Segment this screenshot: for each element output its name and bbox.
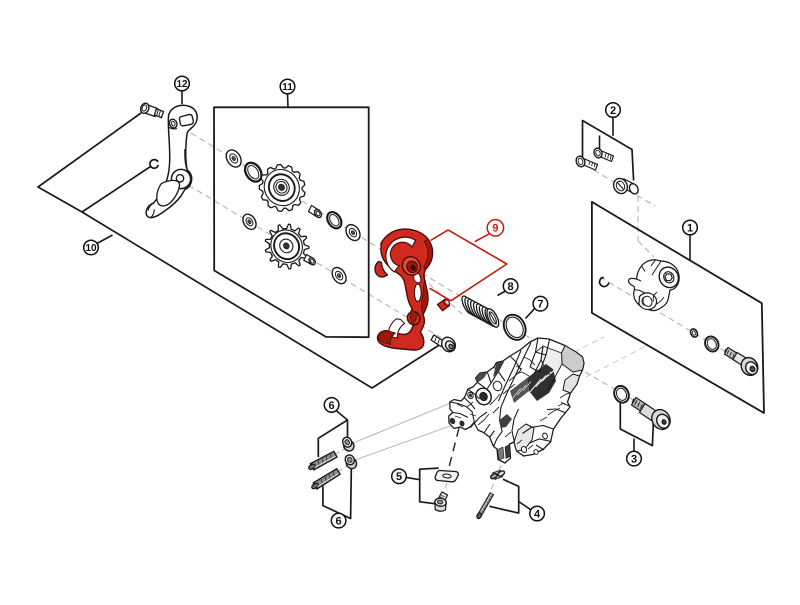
svg-text:9: 9 — [492, 223, 498, 235]
svg-text:8: 8 — [508, 281, 514, 293]
svg-text:11: 11 — [282, 82, 293, 93]
svg-text:6: 6 — [329, 400, 335, 412]
svg-text:3: 3 — [631, 454, 637, 466]
svg-text:1: 1 — [687, 222, 693, 234]
svg-text:4: 4 — [534, 508, 541, 520]
svg-text:10: 10 — [85, 243, 97, 254]
svg-text:5: 5 — [396, 471, 402, 483]
svg-text:6: 6 — [336, 516, 342, 528]
svg-text:7: 7 — [537, 299, 543, 311]
svg-text:12: 12 — [176, 79, 188, 90]
svg-text:2: 2 — [610, 105, 616, 117]
